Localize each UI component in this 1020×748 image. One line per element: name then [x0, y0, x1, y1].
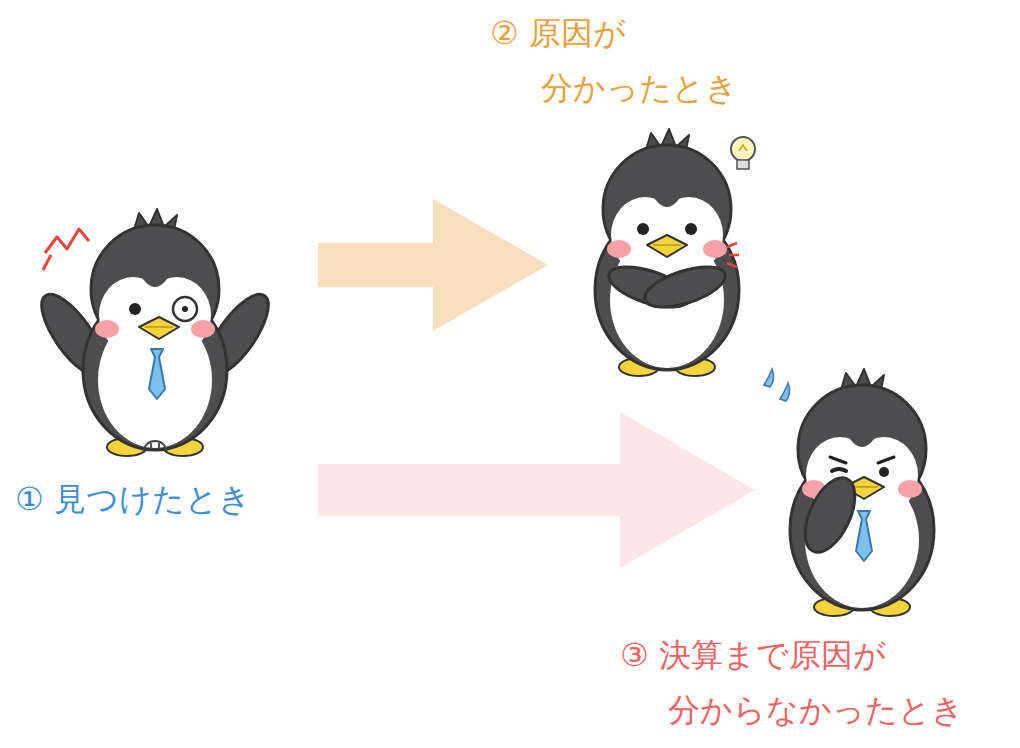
penguin-stage: ② 原因が 分かったとき: [575, 130, 760, 380]
penguin-illustration: [60, 200, 250, 465]
penguin-illustration: [770, 375, 955, 615]
block-arrow: [318, 199, 548, 331]
block-arrow: [318, 412, 755, 568]
stage-label: ① 見つけたとき: [15, 472, 315, 527]
penguin-stage: ① 見つけたとき: [60, 200, 250, 465]
stage-label: ② 原因が 分かったとき: [490, 6, 801, 116]
penguin-stage: ③ 決算まで原因が 分からなかったとき: [770, 375, 955, 615]
penguin-illustration: [575, 130, 760, 380]
stage-label: ③ 決算まで原因が 分からなかったとき: [620, 628, 998, 738]
